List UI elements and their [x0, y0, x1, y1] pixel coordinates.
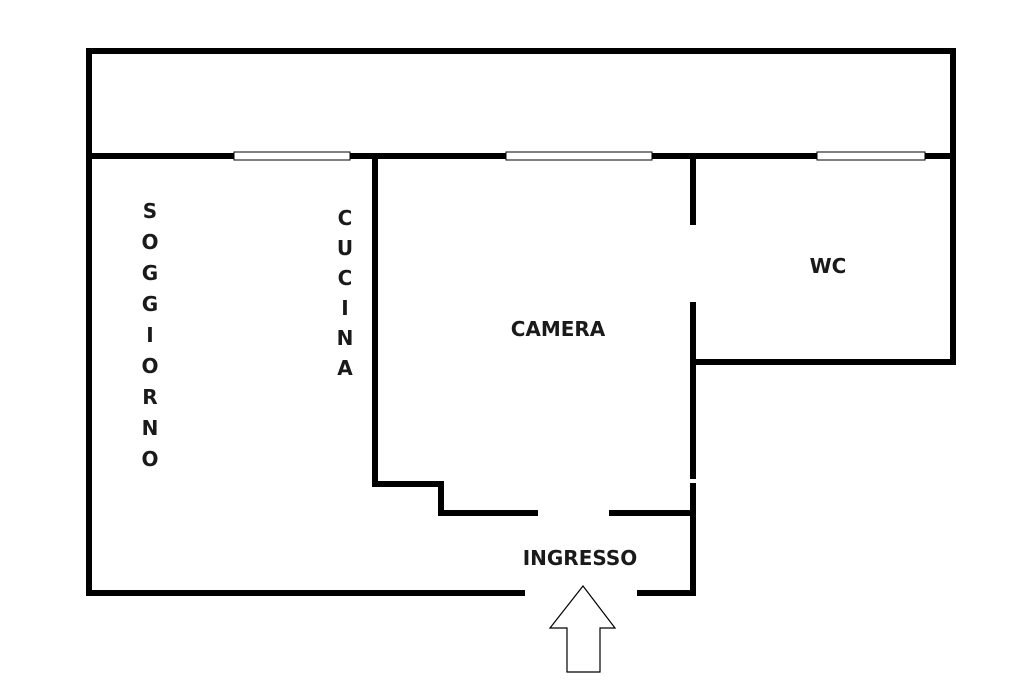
label-letter: R: [142, 385, 157, 409]
facade-wall: [86, 151, 956, 161]
label-letter: S: [143, 199, 157, 223]
window-soggiorno: [233, 151, 351, 161]
up-arrow-outline-icon: [548, 585, 617, 673]
camera-walls: [372, 153, 696, 516]
label-letter: O: [141, 230, 158, 254]
label-letter: A: [337, 356, 353, 380]
outer-walls: [86, 153, 696, 596]
label-camera: CAMERA: [511, 317, 606, 341]
label-letter: N: [142, 416, 159, 440]
label-letter: O: [141, 354, 158, 378]
wc-walls: [690, 153, 956, 479]
label-letter: C: [338, 206, 353, 230]
label-letter: G: [142, 261, 158, 285]
label-letter: G: [142, 292, 158, 316]
label-letter: U: [337, 236, 353, 260]
label-letter: N: [337, 326, 354, 350]
label-wc: WC: [810, 254, 847, 278]
window-wc: [816, 151, 926, 161]
label-letter: C: [338, 266, 353, 290]
label-ingresso: INGRESSO: [523, 546, 638, 570]
label-letter: I: [146, 323, 153, 347]
window-camera: [505, 151, 653, 161]
label-letter: O: [141, 447, 158, 471]
terrace: [86, 48, 956, 159]
label-letter: I: [341, 296, 348, 320]
